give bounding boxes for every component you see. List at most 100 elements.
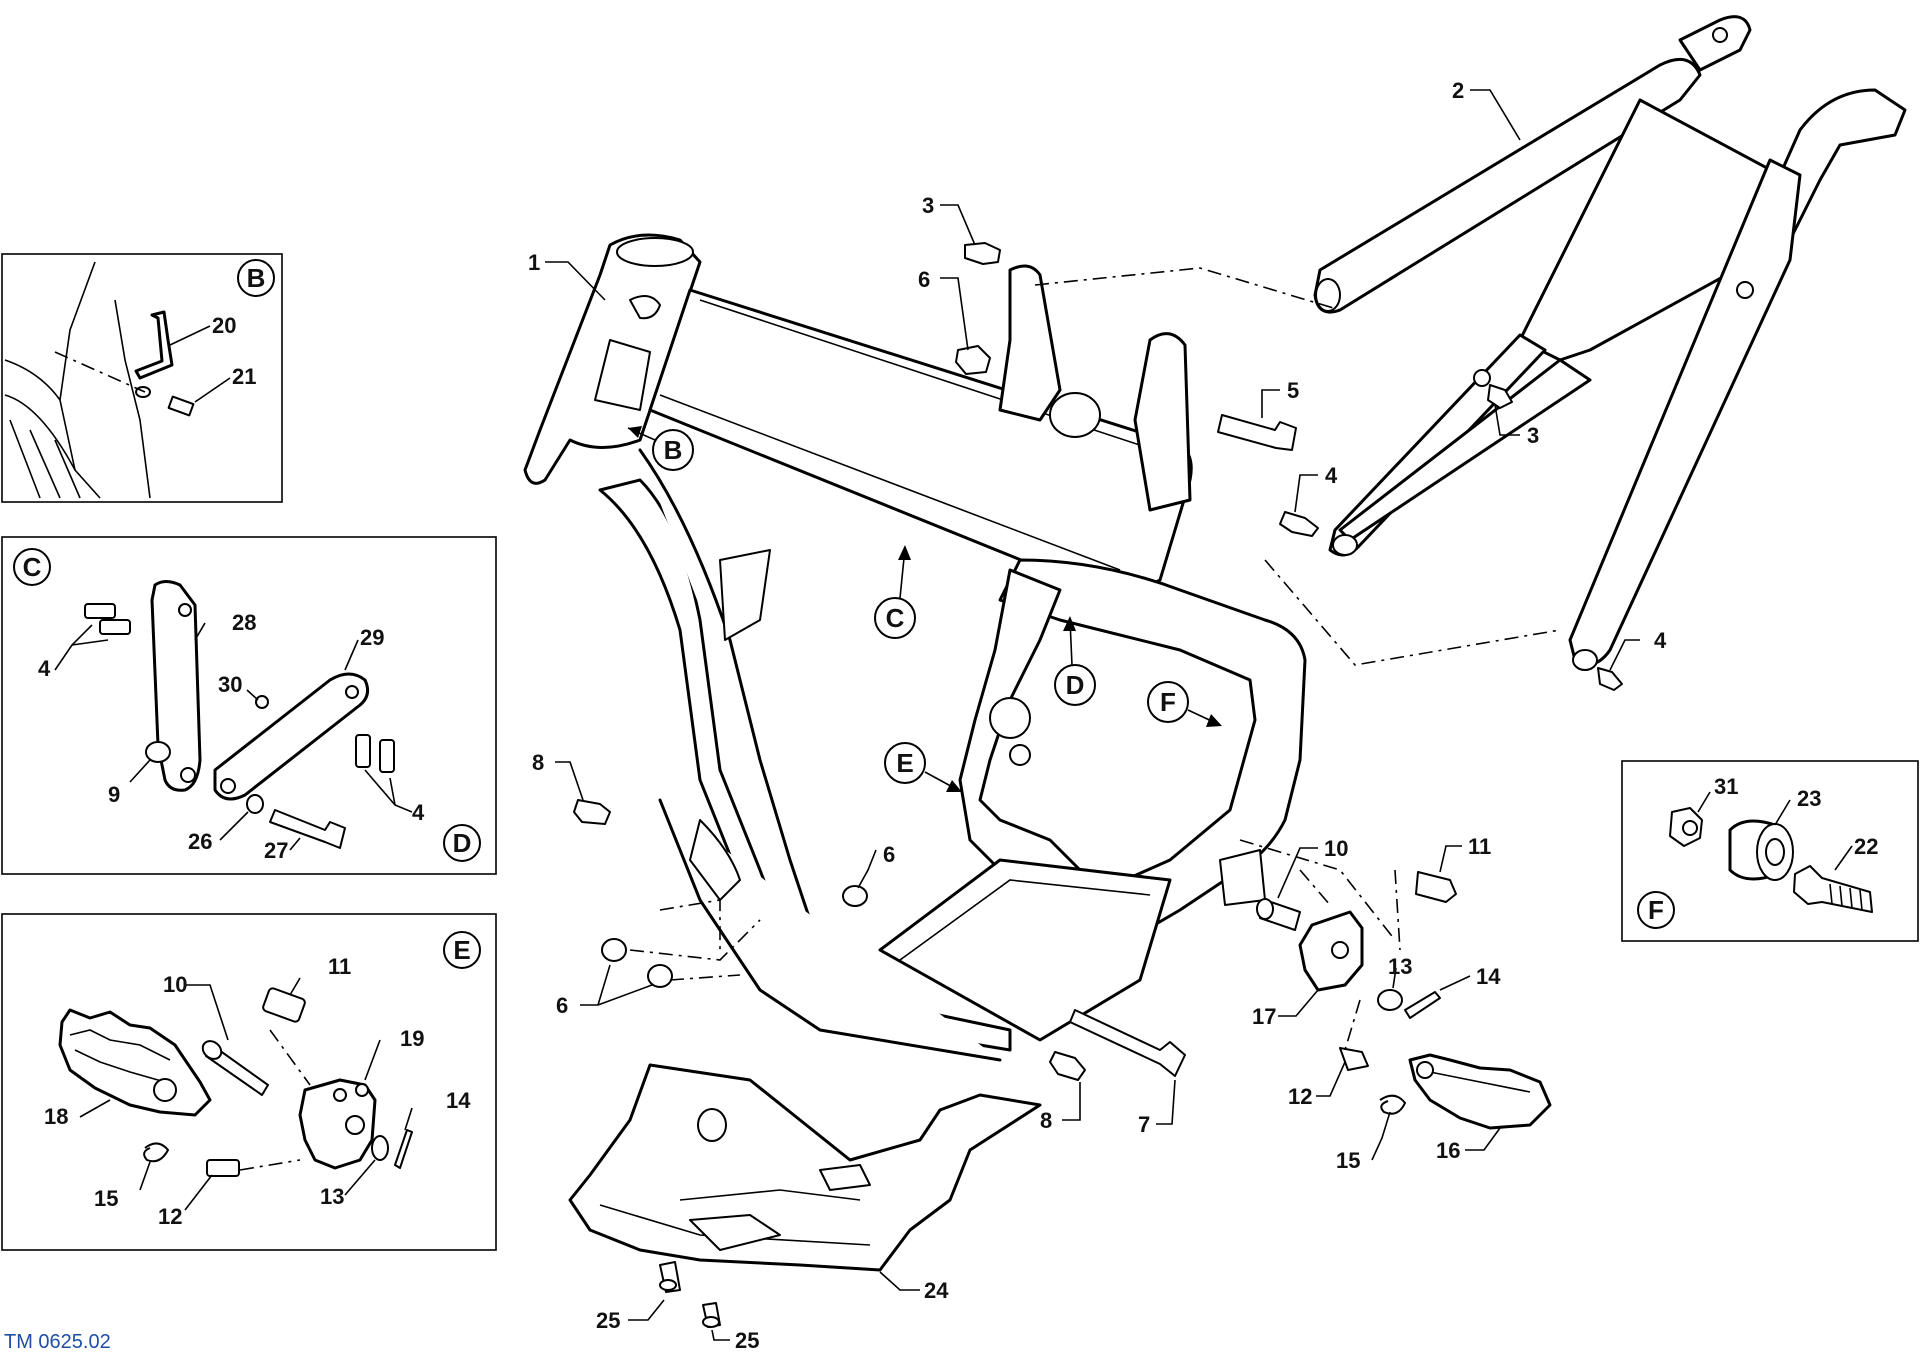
nut-6-top-shape	[955, 345, 991, 375]
bolt-27-shape	[269, 809, 346, 849]
screw-21-shape	[167, 395, 195, 417]
label-14: 14	[1476, 964, 1501, 989]
inset-d-tag	[443, 824, 481, 862]
label-30: 30	[218, 672, 242, 697]
label-28: 28	[232, 610, 256, 635]
washer-13-shape	[371, 1135, 389, 1161]
label-20: 20	[212, 313, 236, 338]
label-23: 23	[1797, 786, 1821, 811]
alignment-lines	[629, 267, 1561, 1051]
label-11: 11	[1468, 834, 1491, 859]
bolt-11-shape	[1415, 871, 1457, 903]
view-callouts: B C D E F	[627, 426, 1222, 792]
callout-d-label: D	[1066, 670, 1085, 700]
callout-c	[874, 597, 916, 639]
nut-6-mid-shape	[842, 885, 868, 907]
label-6a: 6	[918, 267, 930, 292]
label-18: 18	[44, 1104, 68, 1129]
label-13: 13	[320, 1184, 344, 1209]
bolt-5-shape	[1217, 414, 1297, 451]
bolt-8-upper-shape	[573, 799, 611, 825]
bracket-20-shape	[134, 310, 174, 380]
footpeg-16-shape	[1408, 1053, 1552, 1130]
label-13: 13	[1388, 954, 1412, 979]
bolt-12-shape	[1339, 1047, 1369, 1071]
clip-14-shape	[1404, 991, 1441, 1019]
label-26: 26	[188, 829, 212, 854]
label-15: 15	[1336, 1148, 1360, 1173]
label-29: 29	[360, 625, 384, 650]
nut-30-shape	[255, 695, 269, 709]
bracket-29-shape	[213, 672, 370, 801]
inset-f-tag	[1637, 891, 1675, 929]
label-4a: 4	[38, 656, 51, 681]
inset-f: F 31 23 22	[1621, 760, 1919, 942]
bolt-3-right-shape	[1487, 384, 1513, 409]
bolt-8-lower-shape	[1049, 1051, 1086, 1081]
bracket-19-shape	[298, 1078, 377, 1170]
clip-14-shape	[394, 1129, 413, 1169]
label-14: 14	[446, 1088, 471, 1113]
callout-c-label: C	[886, 603, 905, 633]
label-17: 17	[1252, 1004, 1276, 1029]
inset-e-tag-label: E	[453, 935, 470, 965]
spring-15-shape	[143, 1142, 169, 1163]
inset-e: E 10 11 19 14 18 15	[1, 913, 497, 1251]
inset-b-tag-label: B	[247, 263, 266, 293]
inset-b: B 20 21	[1, 253, 283, 503]
spring-15-shape	[1379, 1094, 1406, 1115]
main-frame-1	[523, 233, 1307, 1062]
label-12: 12	[158, 1204, 182, 1229]
callout-f-label: F	[1160, 687, 1176, 717]
label-25a: 25	[596, 1308, 620, 1333]
label-7: 7	[1138, 1112, 1150, 1137]
label-1: 1	[528, 250, 540, 275]
bolt-4-mid-shape	[1279, 511, 1319, 537]
bracket-28-shape	[150, 580, 202, 792]
washer-26-shape	[246, 794, 264, 814]
label-22: 22	[1854, 834, 1878, 859]
bolt-4c-shape	[355, 734, 371, 768]
label-5: 5	[1287, 378, 1299, 403]
label-8a: 8	[532, 750, 544, 775]
inset-b-tag	[237, 259, 275, 297]
label-10: 10	[163, 972, 187, 997]
label-12: 12	[1288, 1084, 1312, 1109]
inset-c-d: C D 28 29 30 4 9 4	[1, 536, 497, 875]
callout-b	[652, 429, 694, 471]
label-6b: 6	[883, 842, 895, 867]
bolt-11-shape	[262, 987, 306, 1023]
label-19: 19	[400, 1026, 424, 1051]
inset-f-tag-label: F	[1648, 895, 1664, 925]
main-fasteners	[573, 242, 1623, 1328]
nut-9-shape	[145, 741, 171, 763]
figure-code: TM 0625.02	[4, 1331, 111, 1353]
label-6c: 6	[556, 993, 568, 1018]
bolt-4d-shape	[379, 739, 395, 773]
label-21: 21	[232, 364, 256, 389]
label-8b: 8	[1040, 1108, 1052, 1133]
bolt-22-shape	[1793, 865, 1873, 913]
bracket-17-shape	[1298, 910, 1364, 992]
label-15: 15	[94, 1186, 118, 1211]
callout-d	[1054, 664, 1096, 706]
rear-subframe-2	[1313, 15, 1907, 671]
inset-d-tag-label: D	[453, 828, 472, 858]
inset-e-tag	[443, 931, 481, 969]
nut-6-lower-a-shape	[601, 938, 627, 962]
bolt-7-shape	[1069, 1009, 1186, 1077]
label-4b: 4	[1654, 628, 1667, 653]
label-25b: 25	[735, 1328, 759, 1353]
label-11: 11	[328, 954, 351, 979]
skid-plate-24	[568, 1063, 1042, 1272]
callout-b-label: B	[664, 435, 683, 465]
bolt-12-shape	[206, 1159, 240, 1177]
bolt-4a-shape	[84, 603, 116, 619]
callout-e-label: E	[896, 748, 913, 778]
label-4a: 4	[1325, 463, 1338, 488]
nut-6-lower-b-shape	[647, 964, 673, 988]
label-2: 2	[1452, 78, 1464, 103]
inset-c-tag	[13, 548, 51, 586]
bolt-3-top-shape	[964, 242, 1001, 265]
